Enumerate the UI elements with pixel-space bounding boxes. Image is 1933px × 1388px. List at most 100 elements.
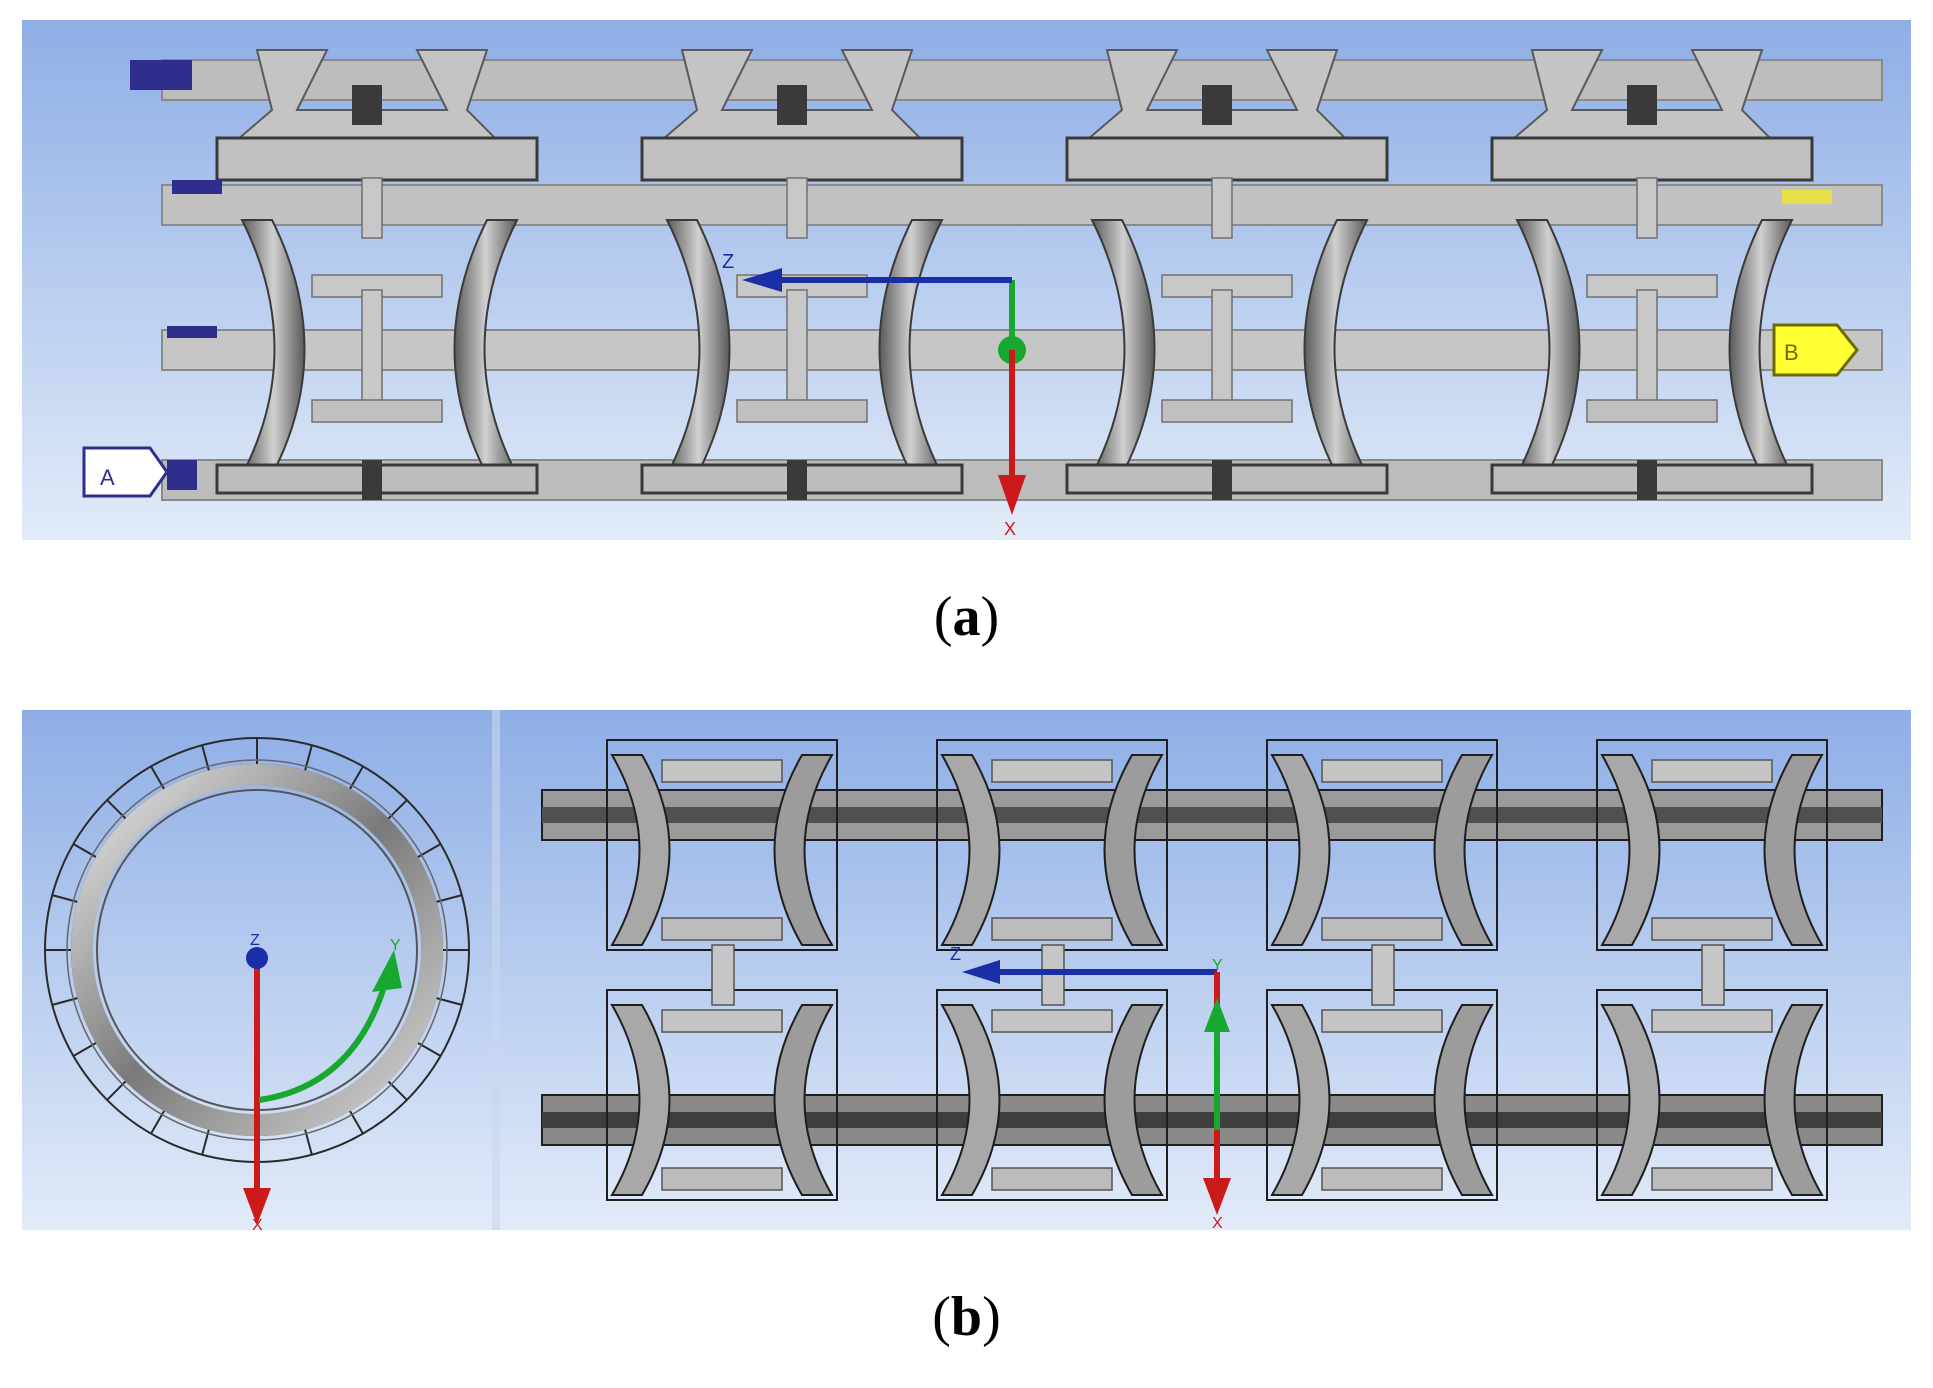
crown-top <box>1084 49 1350 141</box>
side-arch-left <box>610 1004 671 1196</box>
end-view-z-dot-icon <box>246 947 268 969</box>
side-arch-left <box>1270 1004 1331 1196</box>
side-view-x-label: X <box>1212 1215 1223 1230</box>
side-cell-top-bar <box>1321 1009 1443 1033</box>
side-arch-right <box>1433 1004 1494 1196</box>
side-cell <box>1266 739 1498 1201</box>
side-cell-bottom-bar <box>661 917 783 941</box>
side-cell-bottom-bar <box>1651 1167 1773 1191</box>
crown-top <box>234 49 500 141</box>
side-cell <box>936 739 1168 1201</box>
side-arch-right <box>773 754 834 946</box>
end-view-y-label: Y <box>390 937 401 954</box>
end-view-y-arrow-icon <box>372 950 402 992</box>
side-view-y-label: Y <box>1212 957 1223 974</box>
crown-slot <box>352 85 382 125</box>
side-arch-left <box>1600 1004 1661 1196</box>
side-arch-left <box>1600 754 1661 946</box>
side-arch-right <box>1103 754 1164 946</box>
side-cell-bottom-bar <box>991 917 1113 941</box>
side-cell-top-bar <box>661 759 783 783</box>
crown-band <box>215 136 539 182</box>
caption-a-open: ( <box>933 586 953 648</box>
axis-triad-a: Z X <box>722 251 1026 539</box>
side-cell-top-bar <box>991 1009 1113 1033</box>
end-view-x-label: X <box>252 1217 263 1230</box>
stem <box>1636 177 1658 239</box>
side-cell-bottom-bar <box>1321 1167 1443 1191</box>
x-arrow-icon <box>998 475 1026 515</box>
caption-b-open: ( <box>932 1286 951 1348</box>
side-cell-bottom-bar <box>661 1167 783 1191</box>
end-view-z-label: Z <box>250 932 260 949</box>
caption-b-close: ) <box>982 1286 1001 1348</box>
panel-b-stent-views: X Z Y Z X Y <box>22 710 1911 1234</box>
side-cell-bottom-bar <box>1321 917 1443 941</box>
side-arch-right <box>1763 1004 1824 1196</box>
side-view-x-arrow-icon <box>1203 1178 1231 1215</box>
cross-bar-bottom <box>311 399 443 423</box>
side-cell-connector <box>1371 944 1395 1006</box>
crown-band <box>640 136 964 182</box>
crown-slot <box>1202 85 1232 125</box>
panel-a-stent-side-view: A B Z X <box>22 20 1911 540</box>
crown-slot <box>777 85 807 125</box>
side-cell-top-bar <box>1651 759 1773 783</box>
cross-stem <box>1211 289 1233 411</box>
side-cell-bottom-bar <box>1651 917 1773 941</box>
stent-cell <box>215 49 539 500</box>
stent-cell <box>1490 49 1814 500</box>
bottom-slot <box>1637 460 1657 500</box>
stem <box>786 177 808 239</box>
side-cell-top-bar <box>661 1009 783 1033</box>
side-view-cells <box>606 739 1828 1201</box>
side-arch-right <box>1763 754 1824 946</box>
support-a-marker: A <box>82 60 222 498</box>
caption-b-letter: b <box>950 1286 983 1348</box>
side-cell-top-bar <box>991 759 1113 783</box>
crown-band <box>1065 136 1389 182</box>
bottom-slot <box>787 460 807 500</box>
side-cell-top-bar <box>1321 759 1443 783</box>
cross-stem <box>786 289 808 411</box>
panel-a-canvas: A B Z X <box>22 20 1911 540</box>
z-arrow-icon <box>742 268 782 292</box>
crown-top <box>659 49 925 141</box>
axis-z-label: Z <box>722 251 734 273</box>
side-view: Z X Y <box>541 739 1883 1232</box>
bottom-slot <box>362 460 382 500</box>
crown-slot <box>1627 85 1657 125</box>
side-arch-left <box>940 1004 1001 1196</box>
stent-cells <box>215 49 1814 500</box>
side-view-z-arrow-icon <box>962 960 1000 984</box>
side-arch-left <box>1270 754 1331 946</box>
load-b-marker: B <box>1772 190 1859 377</box>
side-arch-right <box>1433 754 1494 946</box>
marker-b-label: B <box>1784 340 1799 365</box>
side-cell-bottom-bar <box>991 1167 1113 1191</box>
stem <box>1211 177 1233 239</box>
crown-top <box>1509 49 1775 141</box>
side-cell-connector <box>1701 944 1725 1006</box>
cross-stem <box>361 289 383 411</box>
bottom-slot <box>1212 460 1232 500</box>
side-cell-connector <box>711 944 735 1006</box>
side-arch-right <box>773 1004 834 1196</box>
side-view-z-label: Z <box>950 944 961 964</box>
marker-a-label: A <box>100 465 115 490</box>
caption-a-letter: a <box>952 586 981 648</box>
side-cell-top-bar <box>1651 1009 1773 1033</box>
view-separator <box>492 710 500 1230</box>
caption-a: (a) <box>0 585 1933 649</box>
stem <box>361 177 383 239</box>
end-view-ring: X Z Y <box>44 737 470 1234</box>
caption-b: (b) <box>0 1285 1933 1349</box>
side-view-y-arrow-icon <box>1204 998 1230 1032</box>
cross-bar-bottom <box>1586 399 1718 423</box>
caption-a-close: ) <box>980 586 1000 648</box>
stent-cell <box>1065 49 1389 500</box>
cross-bar-bottom <box>1161 399 1293 423</box>
side-arch-left <box>940 754 1001 946</box>
end-view-x-arrow-icon <box>243 1188 271 1225</box>
side-cell <box>606 739 838 1201</box>
